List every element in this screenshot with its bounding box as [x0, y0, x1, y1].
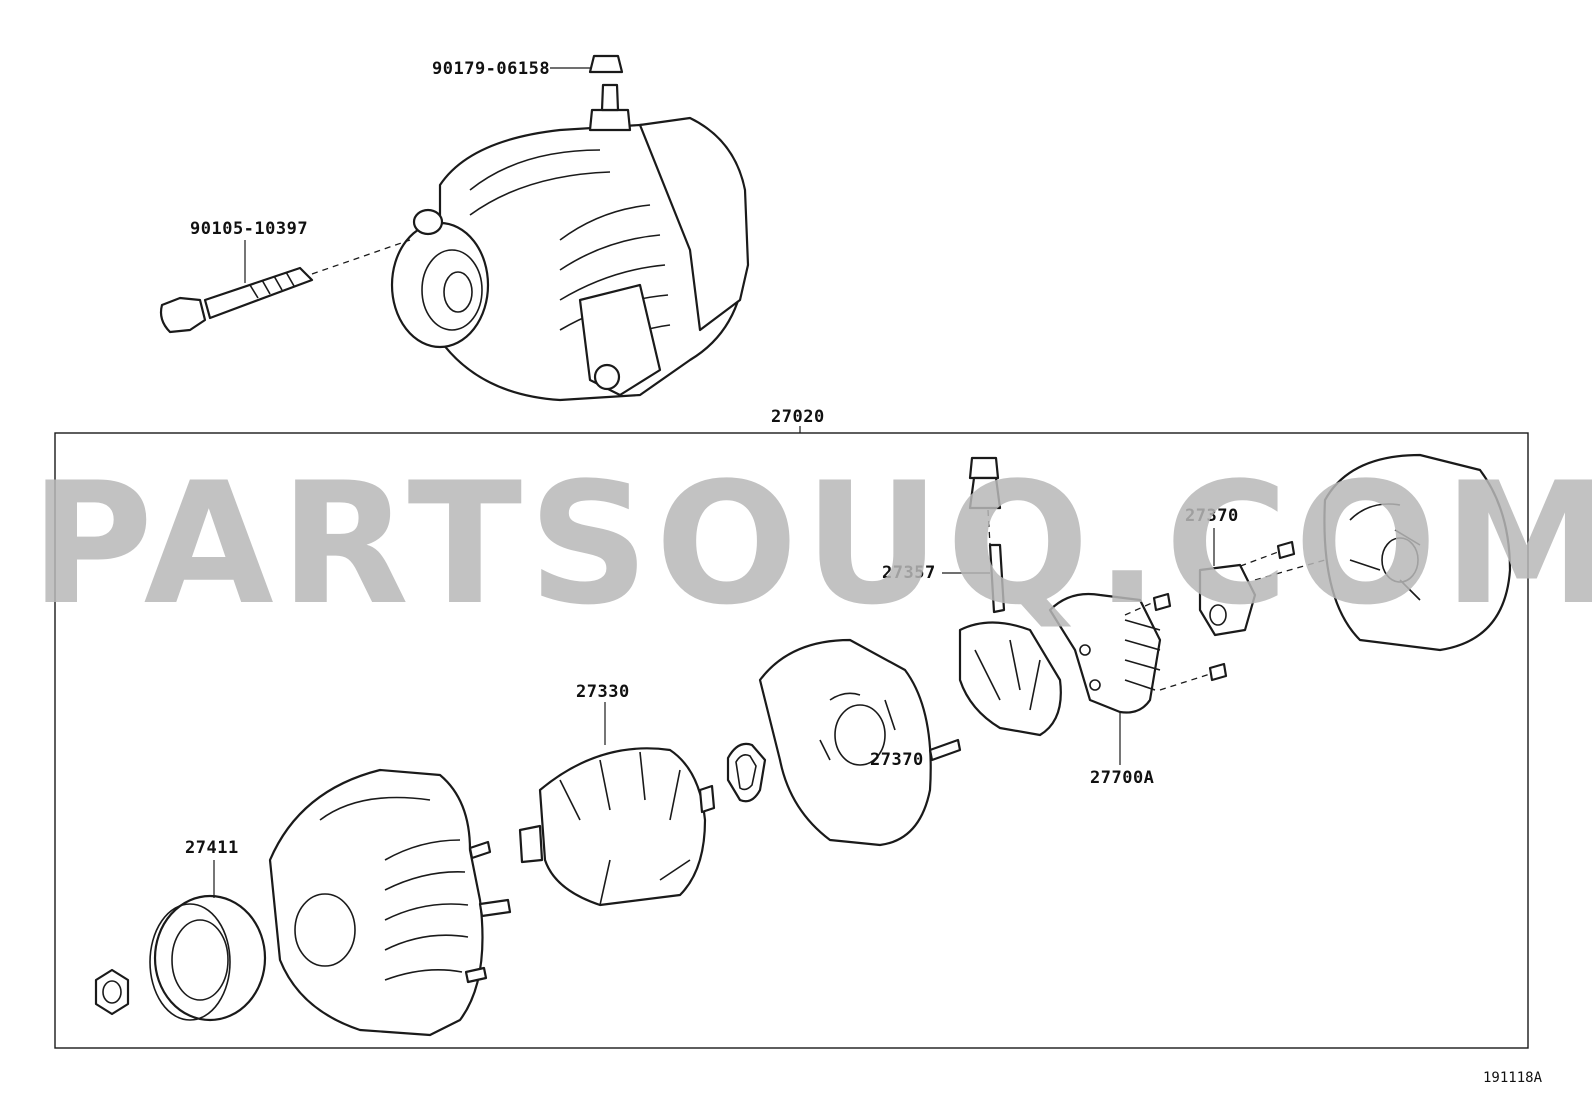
rotor-27330-icon[interactable] [518, 747, 716, 907]
terminal-insulator-27357-icon[interactable] [958, 456, 1062, 737]
watermark-text: PARTSOUQ.COM [30, 446, 1592, 642]
rectifier-end-frame-icon[interactable] [758, 638, 962, 847]
label-90105-10397[interactable]: 90105-10397 [190, 219, 308, 239]
label-27411[interactable]: 27411 [185, 838, 239, 858]
pulley-27411-icon[interactable] [149, 894, 267, 1022]
label-27370-rectifier[interactable]: 27370 [870, 750, 924, 770]
insulator-alignment-line [987, 509, 991, 546]
bolt-icon[interactable] [159, 266, 314, 334]
label-27330[interactable]: 27330 [576, 682, 630, 702]
label-90179-06158[interactable]: 90179-06158 [432, 59, 550, 79]
rear-end-cover-icon[interactable] [1323, 453, 1512, 652]
retainer-ring-icon[interactable] [726, 742, 767, 803]
assembly-frame [54, 432, 1529, 1049]
cover-alignment-line [1254, 559, 1326, 581]
brush-holder-27370-icon[interactable] [1198, 563, 1257, 637]
screw-icon[interactable] [1152, 540, 1296, 682]
regulator-27700A-icon[interactable] [1048, 592, 1162, 714]
label-27700A[interactable]: 27700A [1090, 768, 1154, 788]
screw-alignment-line [1159, 673, 1211, 691]
alternator-assembly-illustration[interactable] [390, 54, 750, 402]
label-27020[interactable]: 27020 [771, 407, 825, 427]
figure-code: 191118A [1483, 1070, 1543, 1086]
screw-alignment-line [1124, 601, 1155, 616]
pulley-nut-icon[interactable] [94, 968, 130, 1016]
label-27370-cover[interactable]: 27370 [1185, 506, 1239, 526]
label-27357[interactable]: 27357 [882, 563, 936, 583]
screw-alignment-line [1229, 551, 1279, 571]
drive-end-frame-icon[interactable] [268, 768, 512, 1037]
